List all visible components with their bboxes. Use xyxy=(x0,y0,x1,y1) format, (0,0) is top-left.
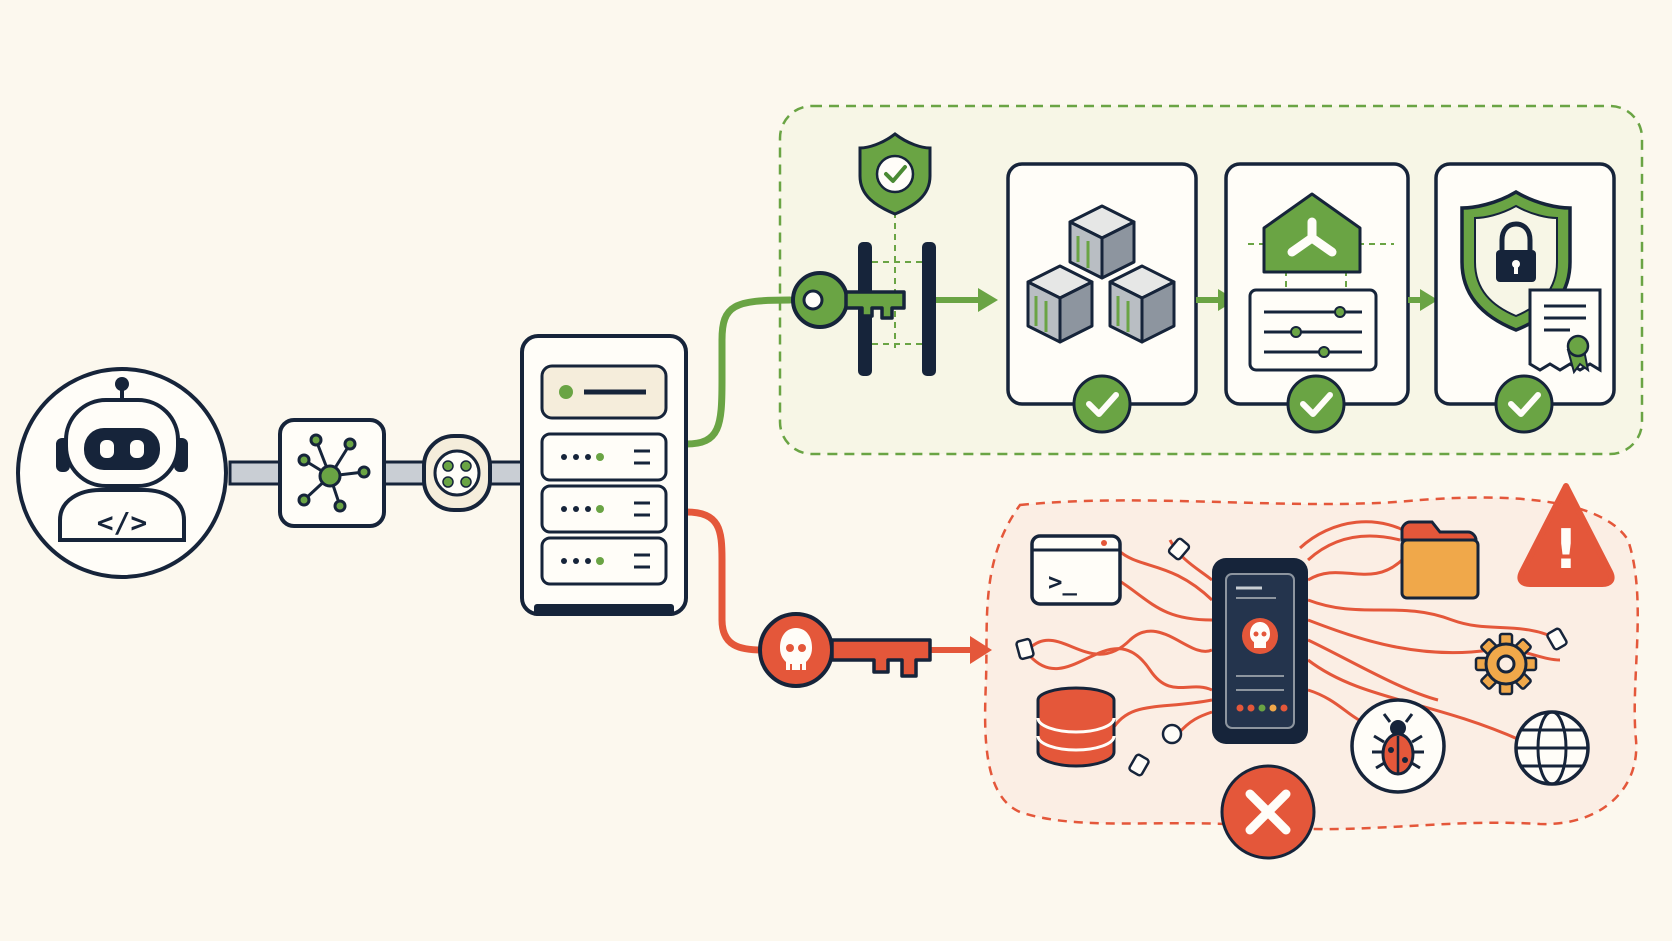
safe-step-config[interactable] xyxy=(1224,162,1410,434)
safe-zone-boundary xyxy=(778,104,1644,456)
server-rack-icon xyxy=(540,364,668,586)
skull-icon xyxy=(1250,622,1270,648)
safe-arrow-3 xyxy=(1408,289,1438,311)
scoped-config-icon xyxy=(1248,192,1378,372)
gateway-node[interactable] xyxy=(278,418,386,528)
check-icon xyxy=(1072,374,1132,434)
key-icon[interactable] xyxy=(791,271,906,329)
bug-icon[interactable] xyxy=(1350,698,1446,794)
unsafe-path-line xyxy=(682,508,766,654)
compromised-device-icon[interactable] xyxy=(1212,558,1308,744)
unsafe-arrow-head xyxy=(970,636,992,664)
server-node[interactable] xyxy=(520,334,688,616)
check-icon xyxy=(1286,374,1346,434)
folder-icon[interactable] xyxy=(1400,520,1480,600)
database-icon[interactable] xyxy=(1036,686,1116,768)
terminal-prompt: >_ xyxy=(1048,568,1077,596)
plug-icon xyxy=(1015,537,1568,777)
lock-shield-certificate-icon xyxy=(1460,189,1602,375)
skull-key-icon[interactable] xyxy=(758,612,932,688)
terminal-icon[interactable]: >_ xyxy=(1030,534,1122,606)
globe-icon[interactable] xyxy=(1514,710,1590,786)
safe-arrow xyxy=(936,288,998,312)
plug-node[interactable] xyxy=(422,434,492,512)
check-icon xyxy=(1494,374,1554,434)
network-hub-icon xyxy=(297,433,371,513)
safe-gate xyxy=(858,132,936,376)
skull-icon xyxy=(780,628,812,670)
gear-icon[interactable] xyxy=(1474,632,1538,696)
shield-check-icon xyxy=(858,132,932,216)
plug-socket-icon xyxy=(433,449,481,497)
container-cubes-icon xyxy=(1026,204,1176,344)
code-glyph: </> xyxy=(97,506,148,539)
safe-path-line xyxy=(682,296,794,448)
x-icon xyxy=(1220,764,1316,860)
safe-step-certificate[interactable] xyxy=(1434,162,1616,434)
warning-icon: ! xyxy=(1517,483,1615,587)
warning-mark: ! xyxy=(1554,518,1579,581)
robot-icon: </> xyxy=(56,377,188,542)
safe-step-containers[interactable] xyxy=(1006,162,1198,434)
agent-node[interactable]: </> xyxy=(16,367,228,579)
